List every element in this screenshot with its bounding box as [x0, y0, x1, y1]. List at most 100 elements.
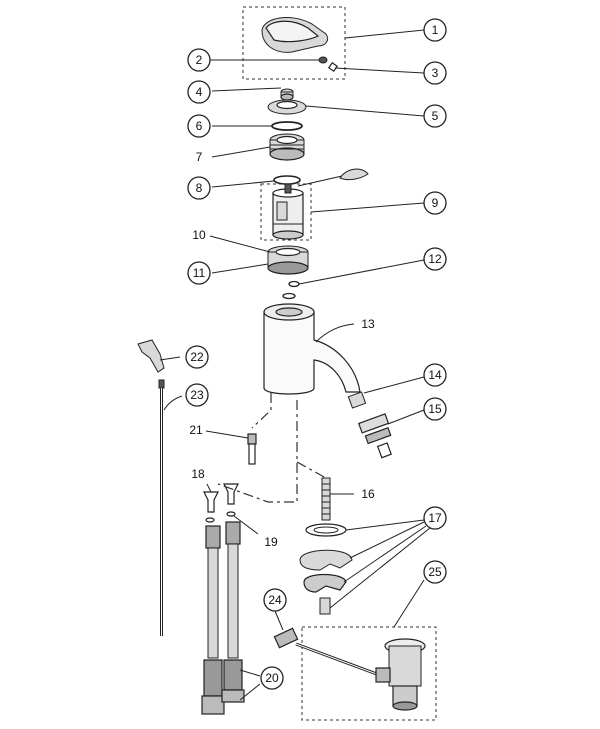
callout-3-label: 3: [432, 66, 439, 80]
callout-14-label: 14: [428, 368, 442, 382]
leader-14: [363, 376, 425, 394]
washer-part-2: [282, 292, 296, 300]
callout-5: 5: [423, 104, 447, 128]
clip-part: [339, 168, 369, 181]
callout-24: 24: [263, 588, 287, 612]
leader-12: [298, 259, 425, 285]
label-19: 19: [264, 535, 278, 549]
leader-4: [211, 87, 282, 92]
callout-4-label: 4: [196, 85, 203, 99]
leader-9: [310, 202, 425, 213]
assembly-centerline-3: [296, 461, 327, 479]
fixing-set-part: [299, 523, 353, 615]
leader-10: [209, 235, 271, 253]
callout-2: 2: [187, 48, 211, 72]
threaded-nut-part: [269, 133, 305, 161]
callout-17-label: 17: [428, 511, 442, 525]
callout-9-label: 9: [432, 196, 439, 210]
callout-1-label: 1: [432, 23, 439, 37]
callout-1: 1: [423, 18, 447, 42]
callout-9: 9: [423, 191, 447, 215]
leader-21: [205, 430, 249, 439]
clamp-part: [273, 627, 299, 649]
callout-6-label: 6: [196, 119, 203, 133]
callout-15: 15: [423, 397, 447, 421]
stud-part: [247, 433, 257, 465]
cartridge-part: [272, 183, 304, 240]
callout-5-label: 5: [432, 109, 439, 123]
lever-handle-part: [261, 16, 329, 53]
callout-3: 3: [423, 61, 447, 85]
callout-25: 25: [423, 560, 447, 584]
leader-17b: [349, 521, 425, 559]
callout-20: 20: [260, 666, 284, 690]
leader-17a: [345, 519, 425, 531]
leader-24: [274, 610, 284, 631]
threaded-rod-part: [321, 477, 331, 521]
leader-11: [211, 263, 269, 274]
leader-18: [206, 483, 212, 493]
hose-washer-part-2: [226, 511, 236, 517]
label-18: 18: [191, 467, 205, 481]
tap-body-part: [263, 303, 361, 395]
screw-part: [318, 56, 328, 64]
callout-22: 22: [185, 345, 209, 369]
label-10: 10: [192, 228, 206, 242]
callout-22-label: 22: [190, 350, 204, 364]
assembly-centerline-2: [217, 400, 298, 503]
cover-ring-part: [267, 99, 307, 115]
leader-15: [387, 409, 425, 425]
check-valves-part: [203, 483, 239, 513]
leader-13: [315, 323, 355, 343]
leader-7: [211, 146, 271, 158]
hose-washer-part: [205, 517, 215, 523]
callout-11: 11: [187, 261, 211, 285]
flexible-hoses-part: [201, 521, 245, 715]
callout-4: 4: [187, 80, 211, 104]
callout-8: 8: [187, 176, 211, 200]
leader-25: [393, 579, 425, 628]
leader-20b: [239, 683, 261, 701]
callout-14: 14: [423, 363, 447, 387]
aerator-part: [347, 391, 367, 409]
leader-5: [305, 105, 425, 117]
callout-2-label: 2: [196, 53, 203, 67]
callout-12: 12: [423, 247, 447, 271]
handle-group-box: [242, 6, 346, 80]
callout-6: 6: [187, 114, 211, 138]
leader-19: [233, 515, 259, 535]
callout-12-label: 12: [428, 252, 442, 266]
callout-11-label: 11: [193, 266, 206, 280]
label-21: 21: [189, 423, 203, 437]
washer-part: [288, 280, 300, 288]
o-ring-part: [271, 121, 303, 131]
callout-23-label: 23: [190, 388, 204, 402]
seal-ring-part: [273, 175, 301, 185]
leader-8: [211, 180, 275, 188]
leader-17d: [329, 527, 431, 609]
waste-group-box: [301, 626, 437, 721]
label-7: 7: [196, 150, 203, 164]
leader-20a: [239, 669, 261, 677]
leader-22: [159, 356, 181, 361]
leader-1: [344, 29, 425, 39]
leader-8b: [297, 175, 343, 187]
pop-up-waste-part: [295, 638, 426, 711]
label-13: 13: [361, 317, 375, 331]
pop-up-rod-part: [158, 379, 165, 636]
callout-15-label: 15: [428, 402, 442, 416]
valve-ring-part: [267, 245, 309, 275]
bracket-part: [137, 339, 165, 373]
callout-25-label: 25: [428, 565, 442, 579]
callout-23: 23: [185, 383, 209, 407]
screw-cap-part: [327, 61, 339, 73]
callout-17: 17: [423, 506, 447, 530]
assembly-centerline: [251, 393, 272, 429]
aerator-insert-part: [357, 413, 392, 459]
callout-24-label: 24: [268, 593, 282, 607]
leader-3: [334, 67, 425, 74]
callout-8-label: 8: [196, 181, 203, 195]
label-16: 16: [361, 487, 375, 501]
callout-20-label: 20: [265, 671, 279, 685]
